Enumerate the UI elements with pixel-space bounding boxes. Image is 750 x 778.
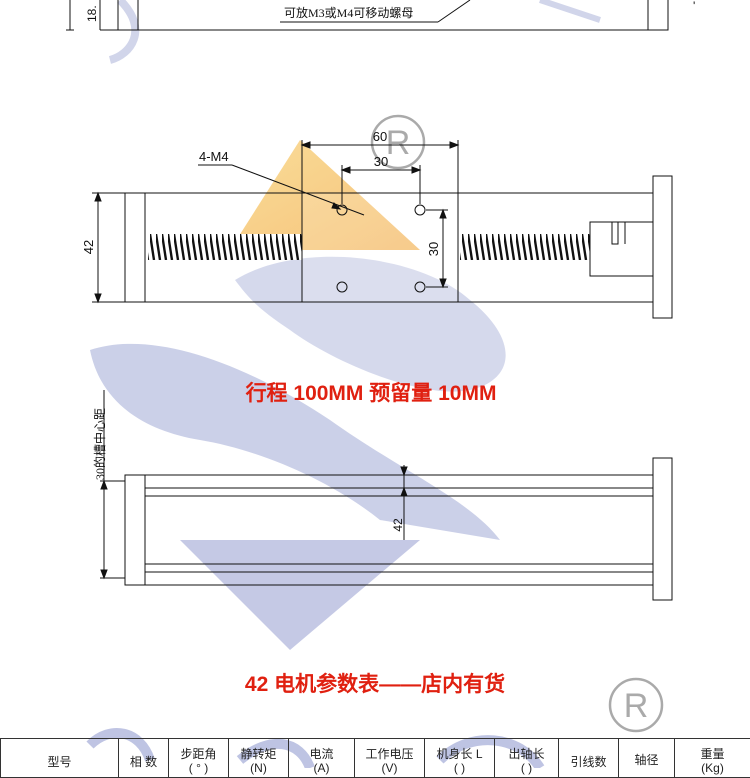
header-step-angle: 步距角( ° ) — [169, 739, 229, 778]
header-lead-count: 引线数 — [559, 739, 619, 778]
params-table-container: 型号 相 数 步距角( ° ) 静转矩(N) 电流(A) 工作电压(V) 机身长… — [0, 738, 750, 768]
dim-30-top-label: 30 — [374, 154, 388, 169]
dim-42-label: 42 — [81, 240, 96, 254]
params-table: 型号 相 数 步距角( ° ) 静转矩(N) 电流(A) 工作电压(V) 机身长… — [0, 738, 750, 778]
header-phases: 相 数 — [119, 739, 169, 778]
header-voltage: 工作电压(V) — [355, 739, 425, 778]
params-header-row: 型号 相 数 步距角( ° ) 静转矩(N) 电流(A) 工作电压(V) 机身长… — [1, 739, 750, 778]
dim-60-label: 60 — [373, 129, 387, 144]
params-caption: 42 电机参数表——店内有货 — [0, 668, 750, 698]
header-weight: 重量(Kg) — [675, 739, 750, 778]
top-dim-18: 18. — [85, 5, 99, 22]
top-mark: ' — [693, 0, 695, 13]
hole-spec-label: 4-M4 — [199, 149, 229, 164]
header-holding-torque: 静转矩(N) — [229, 739, 289, 778]
svg-text:R: R — [386, 124, 411, 162]
rail-dim-42-label: 42 — [391, 518, 405, 532]
header-shaft-diameter: 轴径 — [619, 739, 675, 778]
header-body-length: 机身长 L( ) — [425, 739, 495, 778]
header-model: 型号 — [1, 739, 119, 778]
slot-center-label: 30的槽中心距 — [92, 408, 107, 480]
top-note: 可放M3或M4可移动螺母 — [284, 5, 413, 20]
dim-30-side-label: 30 — [426, 242, 441, 256]
header-shaft-length: 出轴长( ) — [495, 739, 559, 778]
travel-caption: 行程 100MM 预留量 10MM — [0, 377, 746, 407]
header-current: 电流(A) — [289, 739, 355, 778]
